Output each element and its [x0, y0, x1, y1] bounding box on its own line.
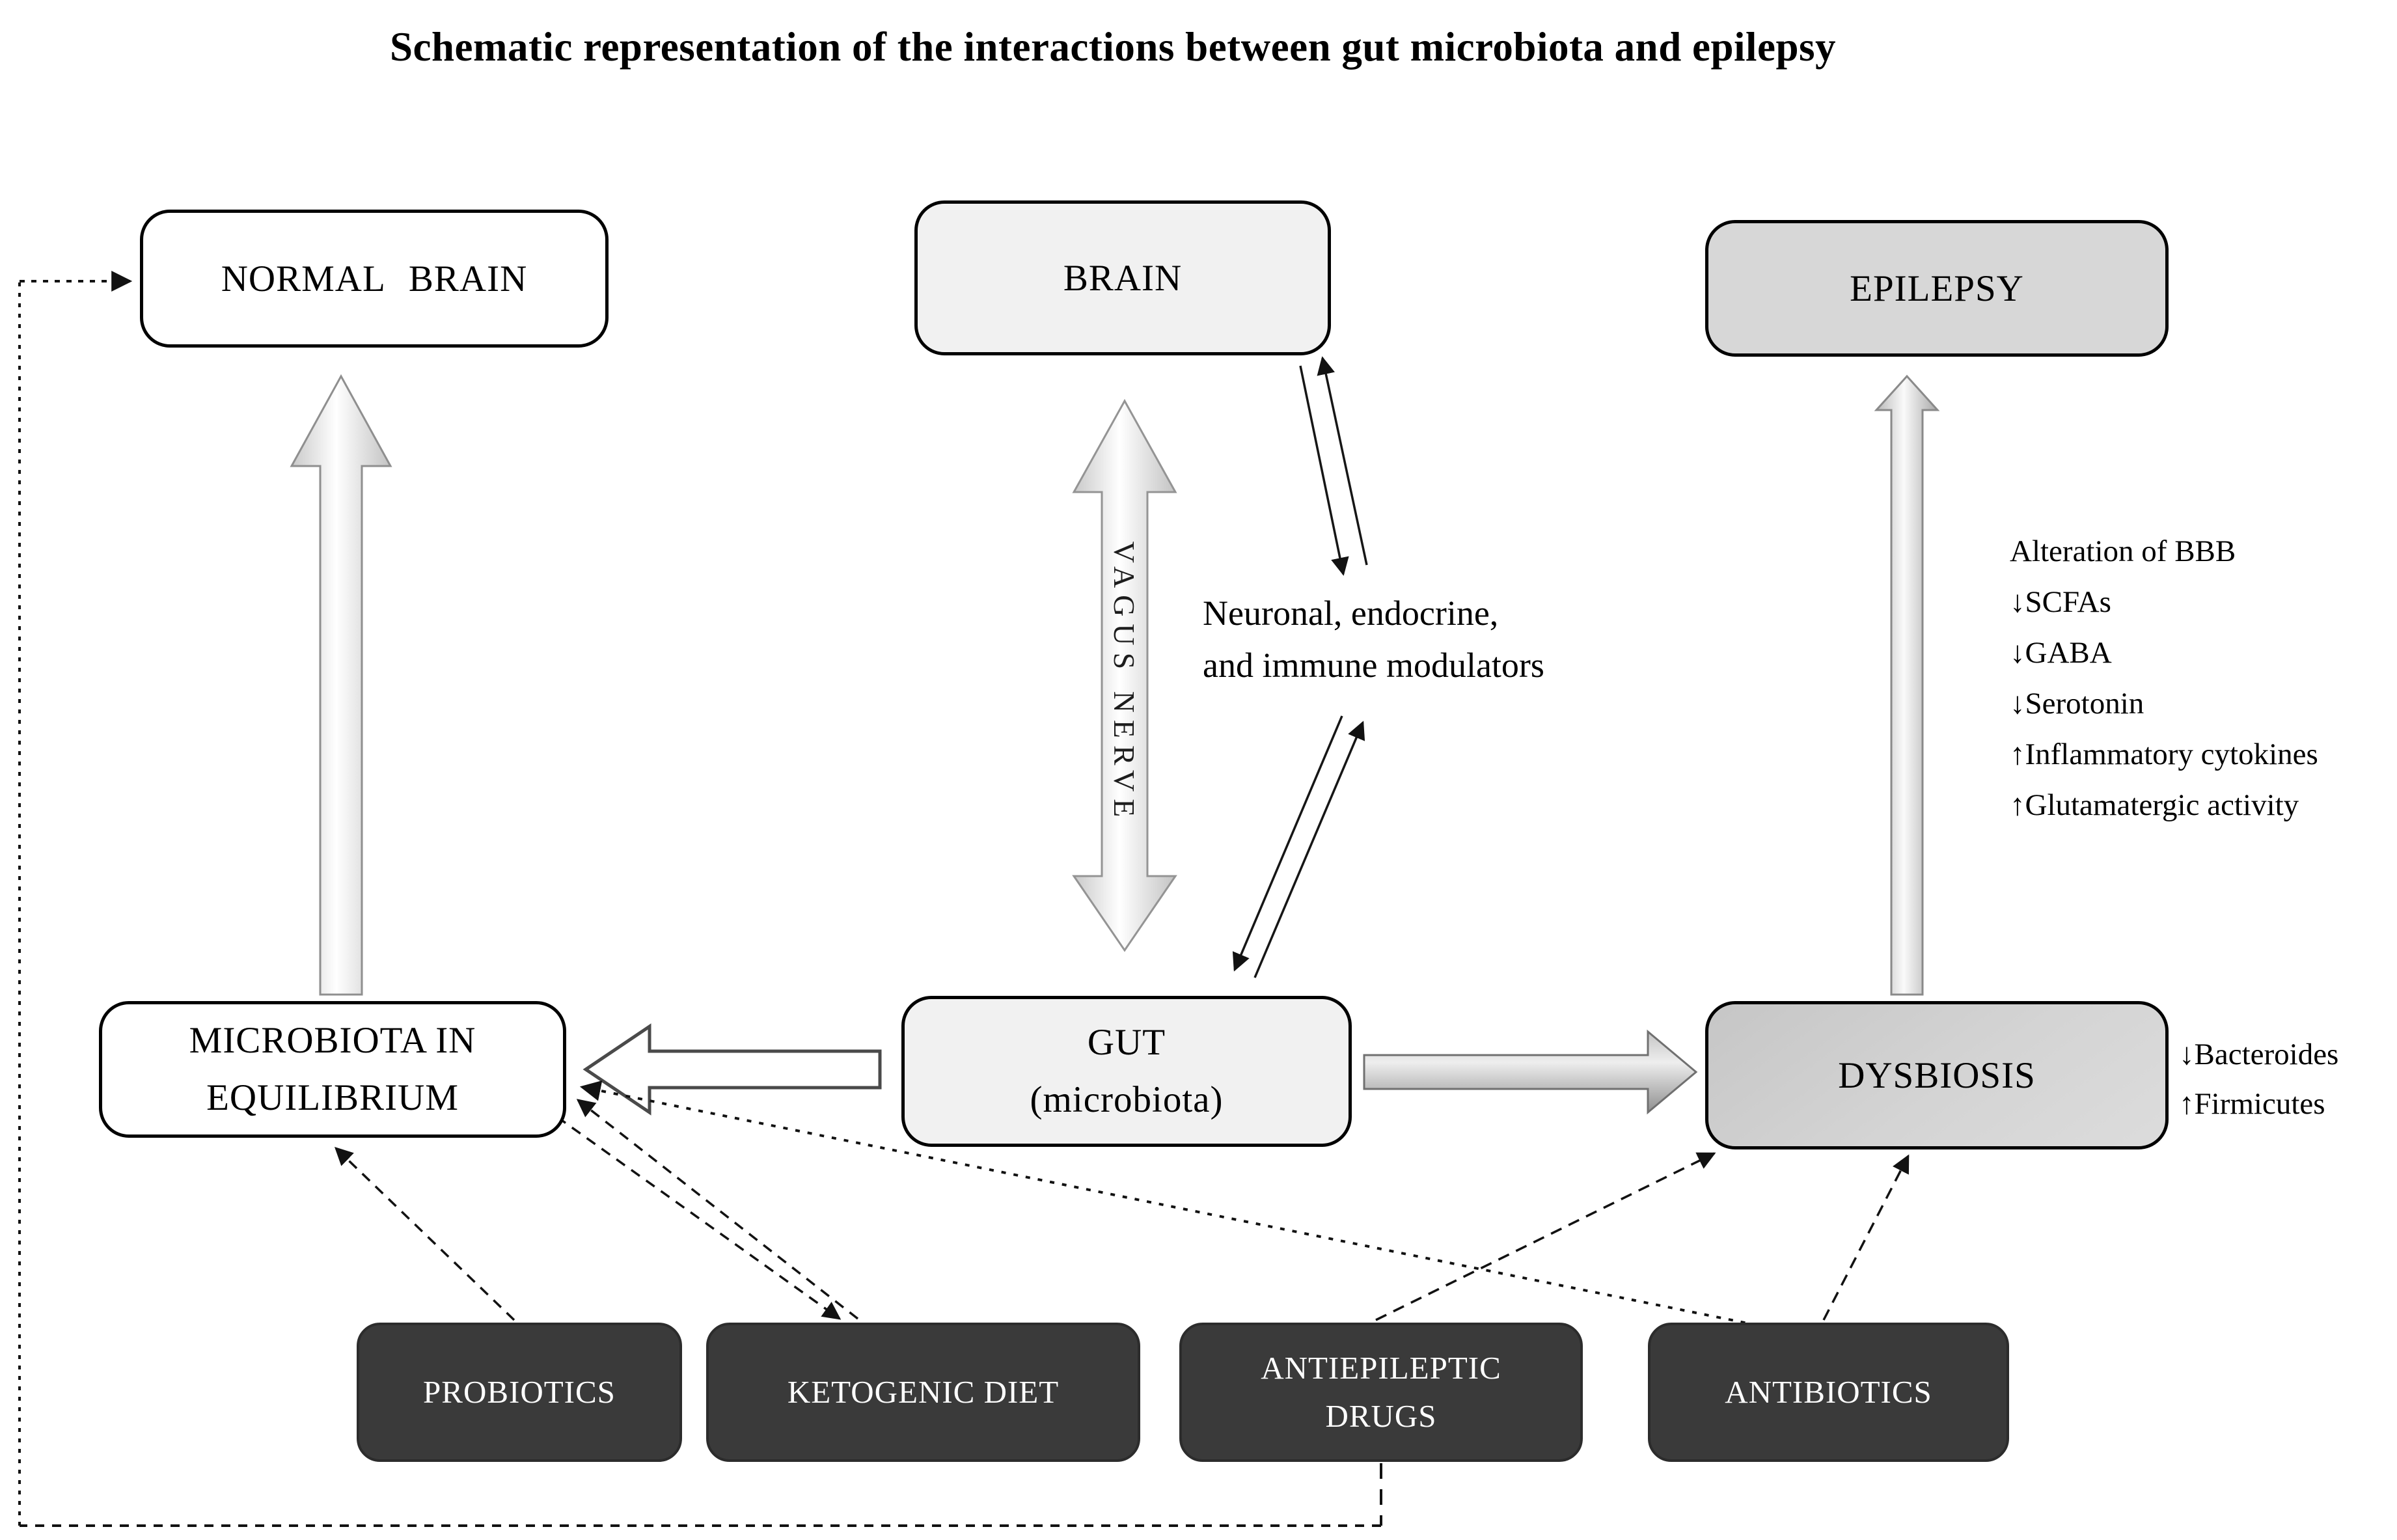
ketogenic-diet-label: KETOGENIC DIET [787, 1374, 1060, 1410]
dashed-arrow-ketogenic-to-microbiota [576, 1099, 859, 1320]
microbiota-equilibrium-label-line1: MICROBIOTA IN [189, 1020, 476, 1061]
epilepsy-effect-item: ↑Glutamatergic activity [2010, 788, 2299, 822]
dashed-arrow-antiepileptic-to-dysbiosis [1375, 1152, 1716, 1321]
epilepsy-effect-item: ↑Inflammatory cytokines [2010, 737, 2318, 771]
vagus-nerve-label: VAGUS NERVE [1108, 541, 1142, 825]
modulators-text-line2: and immune modulators [1203, 646, 1544, 685]
gut-box: GUT (microbiota) [901, 996, 1352, 1147]
normal-brain-label: NORMAL BRAIN [221, 258, 528, 299]
microbiota-equilibrium-label-line2: EQUILIBRIUM [206, 1077, 459, 1118]
arrow-gut-to-modulators [1253, 721, 1365, 978]
normal-brain-box: NORMAL BRAIN [140, 210, 609, 348]
arrow-gut-to-dysbiosis [1363, 1029, 1698, 1115]
dysbiosis-effects-list: ↓Bacteroides ↑Firmicutes [2179, 1030, 2338, 1129]
epilepsy-effect-item: ↓GABA [2010, 636, 2112, 670]
epilepsy-effects-list: Alteration of BBB ↓SCFAs ↓GABA ↓Serotoni… [2010, 526, 2318, 831]
diagram-title: Schematic representation of the interact… [389, 24, 1837, 70]
antibiotics-box: ANTIBIOTICS [1648, 1323, 2009, 1462]
dysbiosis-box: DYSBIOSIS [1705, 1001, 2169, 1149]
probiotics-box: PROBIOTICS [357, 1323, 682, 1462]
antibiotics-label: ANTIBIOTICS [1725, 1374, 1932, 1410]
arrow-microbiota-to-normal-brain [290, 374, 392, 996]
dotted-arrow-antibiotics-to-microbiota [579, 1080, 1758, 1327]
modulators-text: Neuronal, endocrine, and immune modulato… [1203, 587, 1544, 691]
brain-label: BRAIN [1063, 257, 1183, 299]
dysbiosis-effect-item: ↓Bacteroides [2179, 1038, 2339, 1071]
arrow-modulators-to-gut [1232, 715, 1343, 972]
modulators-text-line1: Neuronal, endocrine, [1203, 594, 1499, 633]
dysbiosis-effect-item: ↑Firmicutes [2179, 1087, 2325, 1121]
antiepileptic-drugs-box: ANTIEPILEPTIC DRUGS [1179, 1323, 1583, 1462]
antiepileptic-drugs-label-line1: ANTIEPILEPTIC [1261, 1350, 1501, 1386]
probiotics-label: PROBIOTICS [423, 1374, 616, 1410]
arrow-brain-to-modulators [1299, 365, 1349, 576]
epilepsy-label: EPILEPSY [1850, 268, 2024, 309]
antiepileptic-drugs-label-line2: DRUGS [1325, 1398, 1437, 1434]
vagus-nerve-arrow [1072, 398, 1177, 952]
epilepsy-effect-item: ↓SCFAs [2010, 585, 2111, 619]
dysbiosis-label: DYSBIOSIS [1838, 1054, 2036, 1096]
brain-box: BRAIN [914, 200, 1331, 355]
ketogenic-diet-box: KETOGENIC DIET [706, 1323, 1140, 1462]
arrow-gut-to-microbiota [582, 1023, 882, 1116]
dashed-arrow-microbiota-to-ketogenic [556, 1116, 842, 1320]
gut-label-line2: (microbiota) [1030, 1079, 1224, 1120]
arrow-dysbiosis-to-epilepsy [1874, 374, 1940, 996]
dashed-arrow-probiotics-to-microbiota [334, 1147, 515, 1321]
gut-label-line1: GUT [1087, 1022, 1166, 1063]
dashed-arrow-antibiotics-to-dysbiosis [1822, 1154, 1910, 1321]
microbiota-equilibrium-box: MICROBIOTA IN EQUILIBRIUM [99, 1001, 566, 1138]
epilepsy-box: EPILEPSY [1705, 220, 2169, 357]
epilepsy-effect-item: ↓Serotonin [2010, 687, 2144, 721]
epilepsy-effect-item: Alteration of BBB [2010, 534, 2236, 568]
arrow-modulators-to-brain [1317, 356, 1368, 566]
